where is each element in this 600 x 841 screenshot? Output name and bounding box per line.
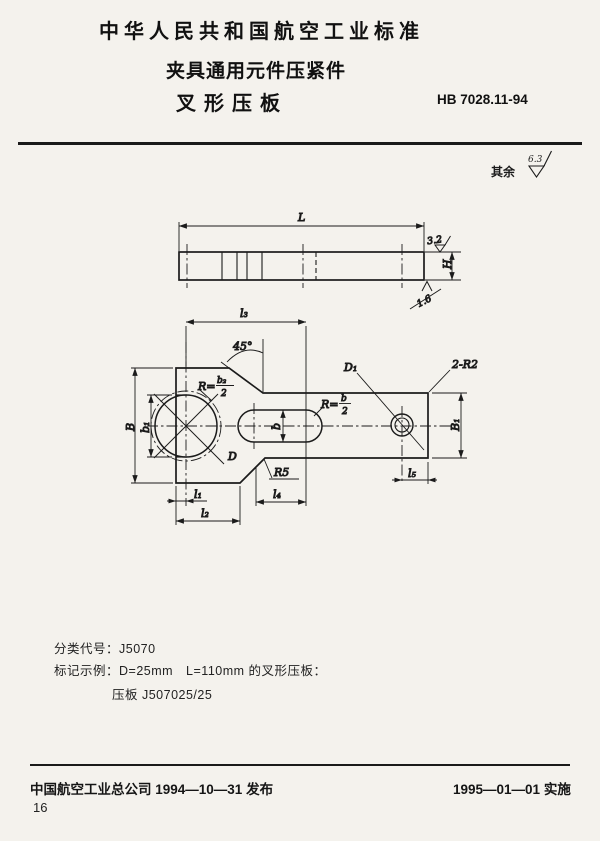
- corner-radius-leader: [428, 369, 451, 393]
- dim-label-R-slot-num: b: [341, 394, 347, 404]
- dim-l4: [255, 468, 307, 506]
- dim-label-D1: D₁: [343, 361, 357, 374]
- dim-label-R-head-prefix: R=: [197, 380, 216, 393]
- marking-example-line1: 标记示例：D=25mm L=110mm 的叉形压板：: [54, 664, 327, 678]
- dim-R-head: R= b₂ 2: [197, 376, 234, 402]
- dim-label-l2: l₂: [201, 507, 209, 520]
- dim-R5: [263, 458, 299, 480]
- marking-example-line2: 压板 J507025/25: [112, 688, 213, 702]
- dim-label-45deg: 45°: [232, 340, 253, 353]
- general-roughness-note: 其余 6.3: [491, 150, 552, 179]
- dim-l2: [175, 486, 241, 525]
- dim-label-2R2: 2-R2: [451, 358, 478, 371]
- dim-label-R5: R5: [273, 466, 289, 479]
- roughness-mark-bottom: [409, 280, 442, 310]
- hole-D1-leader: [356, 372, 425, 451]
- side-view-outline: [178, 251, 425, 281]
- page-number: 16: [33, 800, 48, 815]
- dim-L: [178, 222, 425, 251]
- dim-l5: [392, 462, 437, 484]
- dim-label-b1: b₁: [139, 422, 152, 433]
- roughness-check-tail: [543, 150, 552, 167]
- roughness-mark-top: [434, 235, 451, 253]
- dim-B: [131, 367, 173, 484]
- roughness-note-text: 其余: [491, 164, 516, 179]
- roughness-triangle-icon: [527, 165, 546, 178]
- footer-implement-date: 1995—01—01 实施: [453, 782, 571, 797]
- dim-label-l1: l₁: [194, 488, 202, 501]
- side-view: L H 3.2 1.6: [178, 211, 461, 310]
- dim-l1: [167, 486, 207, 505]
- dim-H: [425, 251, 461, 281]
- dim-label-b: b: [270, 423, 283, 430]
- dim-label-R-slot-prefix: R=: [320, 398, 339, 411]
- dim-45deg: [220, 339, 264, 392]
- center-slot: [237, 409, 323, 443]
- dim-l3: [185, 319, 307, 506]
- plan-view: D D₁ l₃: [124, 307, 479, 525]
- side-view-feature-lines: [221, 252, 317, 280]
- header-rule: [18, 142, 582, 145]
- dim-label-l3: l₃: [240, 307, 248, 320]
- dim-R-slot: R= b 2: [313, 394, 351, 418]
- side-view-centerlines: [186, 244, 403, 288]
- page-title: 中华人民共和国航空工业标准: [99, 21, 424, 43]
- dim-label-B1: B₁: [449, 419, 462, 433]
- roughness-note-value: 6.3: [528, 155, 543, 165]
- dim-label-L: L: [297, 211, 305, 224]
- dim-label-R-head-num: b₂: [217, 376, 227, 386]
- technical-drawing: 其余 6.3: [124, 150, 552, 525]
- dim-label-H: H: [441, 259, 454, 270]
- dim-b1: [147, 394, 172, 458]
- subtitle-part-name: 叉形压板: [176, 93, 288, 115]
- dim-label-R-head-den: 2: [220, 389, 227, 399]
- subtitle-category: 夹具通用元件压紧件: [166, 61, 347, 82]
- dim-label-D: D: [227, 450, 237, 463]
- dim-label-R-slot-den: 2: [341, 407, 348, 417]
- standard-number: HB 7028.11-94: [437, 92, 528, 107]
- classification-code: 分类代号：J5070: [54, 642, 156, 656]
- dim-label-l5: l₅: [408, 467, 417, 480]
- plan-view-centerlines: [147, 342, 455, 506]
- roughness-top-value: 3.2: [426, 234, 442, 247]
- dim-label-B: B: [124, 423, 137, 432]
- footer-issuer: 中国航空工业总公司 1994—10—31 发布: [30, 782, 274, 797]
- footer-rule: [30, 764, 570, 766]
- dim-label-l4: l₄: [273, 488, 281, 501]
- dim-B1: [432, 392, 467, 459]
- plan-view-outline: [175, 367, 429, 484]
